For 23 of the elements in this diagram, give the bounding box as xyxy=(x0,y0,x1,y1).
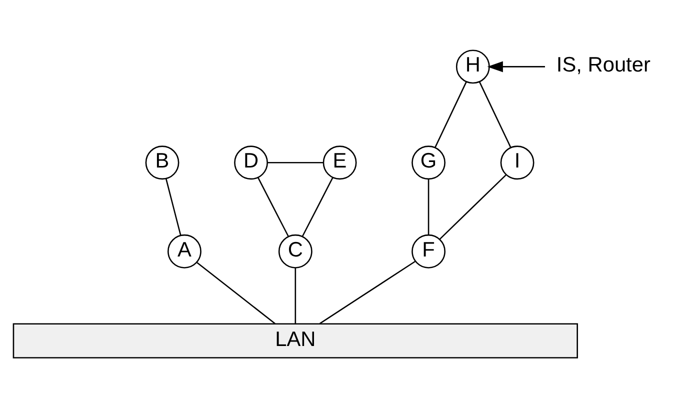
node-text: IS, Router xyxy=(556,53,650,76)
connector xyxy=(434,81,467,148)
connector xyxy=(319,260,416,324)
connector xyxy=(302,176,334,236)
node-circle: E xyxy=(322,145,357,180)
node-circle: C xyxy=(278,234,312,268)
node-box: LAN xyxy=(12,322,578,358)
node-circle: D xyxy=(234,145,268,180)
connector xyxy=(257,176,289,236)
connector xyxy=(294,267,296,324)
node-circle: A xyxy=(168,234,202,268)
connector xyxy=(166,178,182,236)
connector xyxy=(268,162,324,163)
node-circle: I xyxy=(500,145,534,180)
connector xyxy=(196,262,276,324)
connector xyxy=(478,81,512,148)
node-circle: H xyxy=(456,49,490,84)
connector xyxy=(439,174,506,240)
node-circle: F xyxy=(412,234,446,268)
connector xyxy=(428,178,430,234)
node-circle: B xyxy=(145,145,180,180)
arrow xyxy=(487,60,545,72)
node-circle: G xyxy=(412,145,446,180)
